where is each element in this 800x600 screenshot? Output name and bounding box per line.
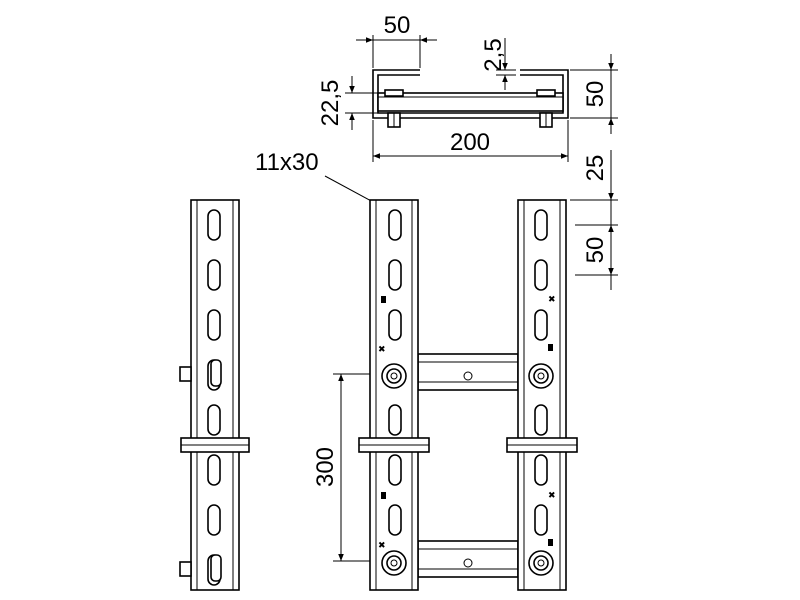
- bolt-front-upper-right: [528, 363, 554, 389]
- coupler-left: [358, 437, 430, 453]
- dimension-top-offset: 25: [570, 150, 618, 226]
- dimension-slot-pitch: 50: [575, 225, 618, 290]
- side-view: [179, 199, 250, 591]
- label-side-height: 50: [582, 81, 609, 108]
- label-rung-spacing: 300: [312, 447, 339, 487]
- label-top-width: 50: [384, 12, 411, 39]
- rung-upper: [417, 353, 519, 391]
- label-thickness: 2,5: [480, 38, 507, 71]
- label-top-offset: 25: [582, 155, 609, 182]
- svg-text:✖: ✖: [378, 344, 386, 354]
- dimension-top-width: 50: [356, 12, 437, 68]
- label-slot-pitch: 50: [582, 237, 609, 264]
- bolt-front-upper-left: [381, 363, 407, 389]
- side-view-bolt-lower: [179, 554, 222, 582]
- cross-section-view: 50 2,5 22,5 50: [317, 12, 618, 162]
- bolt-front-lower-left: [381, 550, 407, 576]
- dimension-thickness: 2,5: [480, 38, 516, 90]
- side-view-bolt-upper: [179, 359, 222, 387]
- dimension-inner-height: 22,5: [317, 76, 378, 130]
- dimension-total-width: 200: [372, 120, 569, 162]
- label-total-width: 200: [450, 129, 490, 156]
- rung-lower: [417, 540, 519, 578]
- bolt-right: [536, 89, 556, 128]
- label-slot-size: 11x30: [255, 149, 319, 176]
- bolt-front-lower-right: [528, 550, 554, 576]
- label-inner-height: 22,5: [317, 80, 344, 127]
- svg-text:✖: ✖: [548, 490, 556, 500]
- rail-right: ✖ ✖: [517, 199, 567, 591]
- dimension-side-height: 50: [570, 54, 618, 134]
- rail-left: ✖ ✖: [369, 199, 419, 591]
- front-view: ✖ ✖ ✖ ✖: [358, 199, 578, 591]
- dimension-slot-size: 11x30: [255, 149, 389, 211]
- bolt-left: [384, 89, 404, 128]
- dimension-rung-spacing: 300: [312, 373, 380, 562]
- svg-text:✖: ✖: [548, 294, 556, 304]
- coupler-right: [506, 437, 578, 453]
- svg-text:✖: ✖: [378, 540, 386, 550]
